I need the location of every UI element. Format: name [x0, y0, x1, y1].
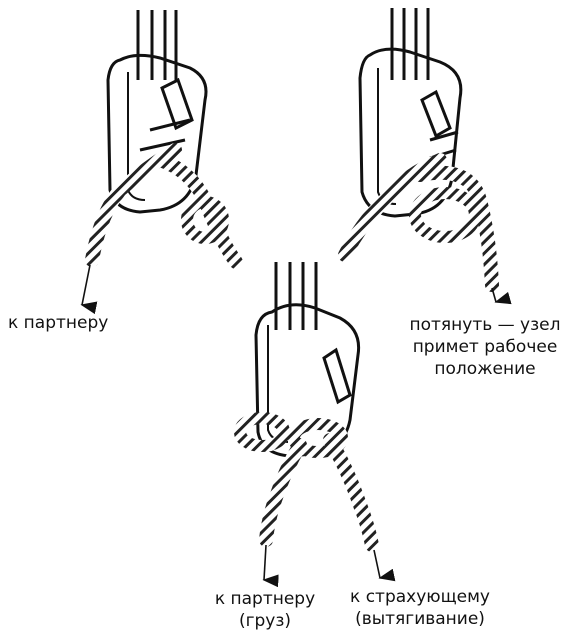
- step3-gate: [324, 350, 350, 402]
- label-to-partner-top: к партнеру: [8, 312, 108, 334]
- step2-carabiner-group: [345, 8, 496, 302]
- label-pull-line2: примет рабочее: [390, 336, 580, 358]
- step2-rope-loop: [415, 193, 475, 237]
- step1-sling: [138, 10, 176, 80]
- step3-arrow-belayer: [374, 550, 380, 578]
- label-pull-knot: потянуть — узел примет рабочее положение: [390, 314, 580, 380]
- label-pull-line1: потянуть — узел: [390, 314, 580, 336]
- step3-arrow-partner: [264, 545, 266, 580]
- label-to-partner-top-text: к партнеру: [8, 312, 108, 334]
- step1-arrow: [82, 265, 90, 305]
- label-pull-line3: положение: [390, 358, 580, 380]
- step3-carabiner-group: [240, 262, 380, 580]
- label-belayer-line2: (вытягивание): [330, 608, 510, 630]
- label-to-partner-load: к партнеру (груз): [190, 588, 340, 632]
- step2-sling: [392, 8, 428, 80]
- step3-sling: [276, 262, 316, 330]
- step3-rope-partner: [266, 445, 300, 540]
- step3-knot-left: [240, 418, 284, 446]
- label-to-belayer: к страхующему (вытягивание): [330, 586, 510, 630]
- label-belayer-line1: к страхующему: [330, 586, 510, 608]
- step3-rope-belayer: [330, 440, 372, 545]
- label-partner-load-line1: к партнеру: [190, 588, 340, 610]
- label-partner-load-line2: (груз): [190, 610, 340, 632]
- step1-gate: [140, 80, 192, 150]
- step2-gate: [422, 92, 458, 158]
- step1-rope-loop: [187, 202, 223, 238]
- step1-carabiner-group: [82, 10, 236, 305]
